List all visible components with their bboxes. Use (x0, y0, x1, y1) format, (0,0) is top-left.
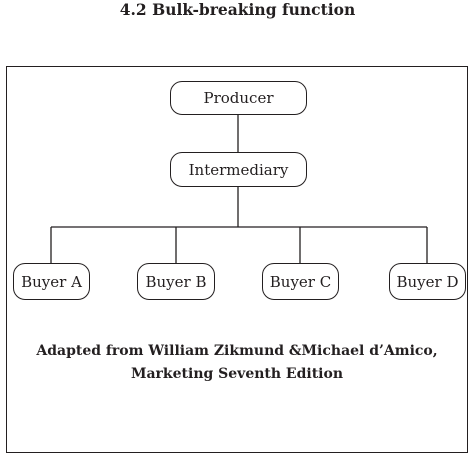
source-credit-line-1: Adapted from William Zikmund &Michael d’… (36, 343, 438, 359)
diagram-frame (6, 66, 468, 453)
buyer-d-node: Buyer D (389, 263, 466, 300)
intermediary-node: Intermediary (170, 152, 307, 187)
buyer-c-node: Buyer C (262, 263, 339, 300)
source-credit-line-2: Marketing Seventh Edition (130, 366, 344, 382)
figure-title: 4.2 Bulk-breaking function (119, 0, 356, 19)
producer-node: Producer (170, 81, 307, 115)
buyer-a-node: Buyer A (13, 263, 90, 300)
buyer-b-node: Buyer B (137, 263, 215, 300)
